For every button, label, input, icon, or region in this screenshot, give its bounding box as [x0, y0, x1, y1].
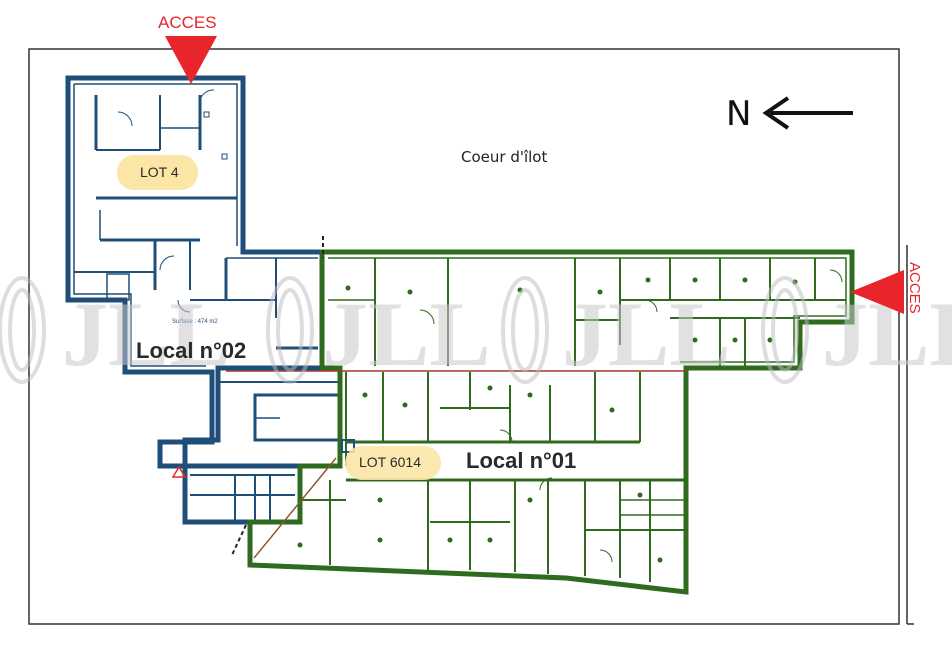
furniture-markers: [297, 277, 798, 563]
local-02-label: Local n°02: [136, 338, 246, 363]
lot-boundary-diagonal: [253, 457, 337, 559]
plan-frame: [28, 48, 900, 625]
access-arrow-top-icon: [165, 36, 217, 84]
section-mark-bottom: [231, 524, 247, 556]
watermark-text-2: JLL: [322, 283, 491, 385]
access-arrow-right-icon: [850, 270, 904, 314]
access-label-top: ACCES: [158, 13, 217, 32]
north-arrow-icon: [762, 96, 853, 130]
lot-6014-badge: LOT 6014: [345, 446, 441, 480]
lot-6014-label: LOT 6014: [359, 454, 421, 470]
courtyard-label: Coeur d'îlot: [461, 148, 547, 166]
jll-watermark: [0, 276, 809, 384]
watermark-text-3: JLL: [562, 283, 731, 385]
lot-4-label: LOT 4: [140, 164, 179, 180]
local-02-surface: Surface : 474 m2: [172, 319, 218, 325]
lot-4-badge: LOT 4: [117, 155, 198, 190]
local-01-label: Local n°01: [466, 448, 576, 473]
access-label-right: ACCES: [906, 262, 923, 314]
compass-label: N: [726, 94, 751, 134]
watermark-text-1: JLL: [62, 283, 231, 385]
warning-triangle-icon: [171, 465, 187, 478]
local-01-area: [247, 249, 855, 595]
